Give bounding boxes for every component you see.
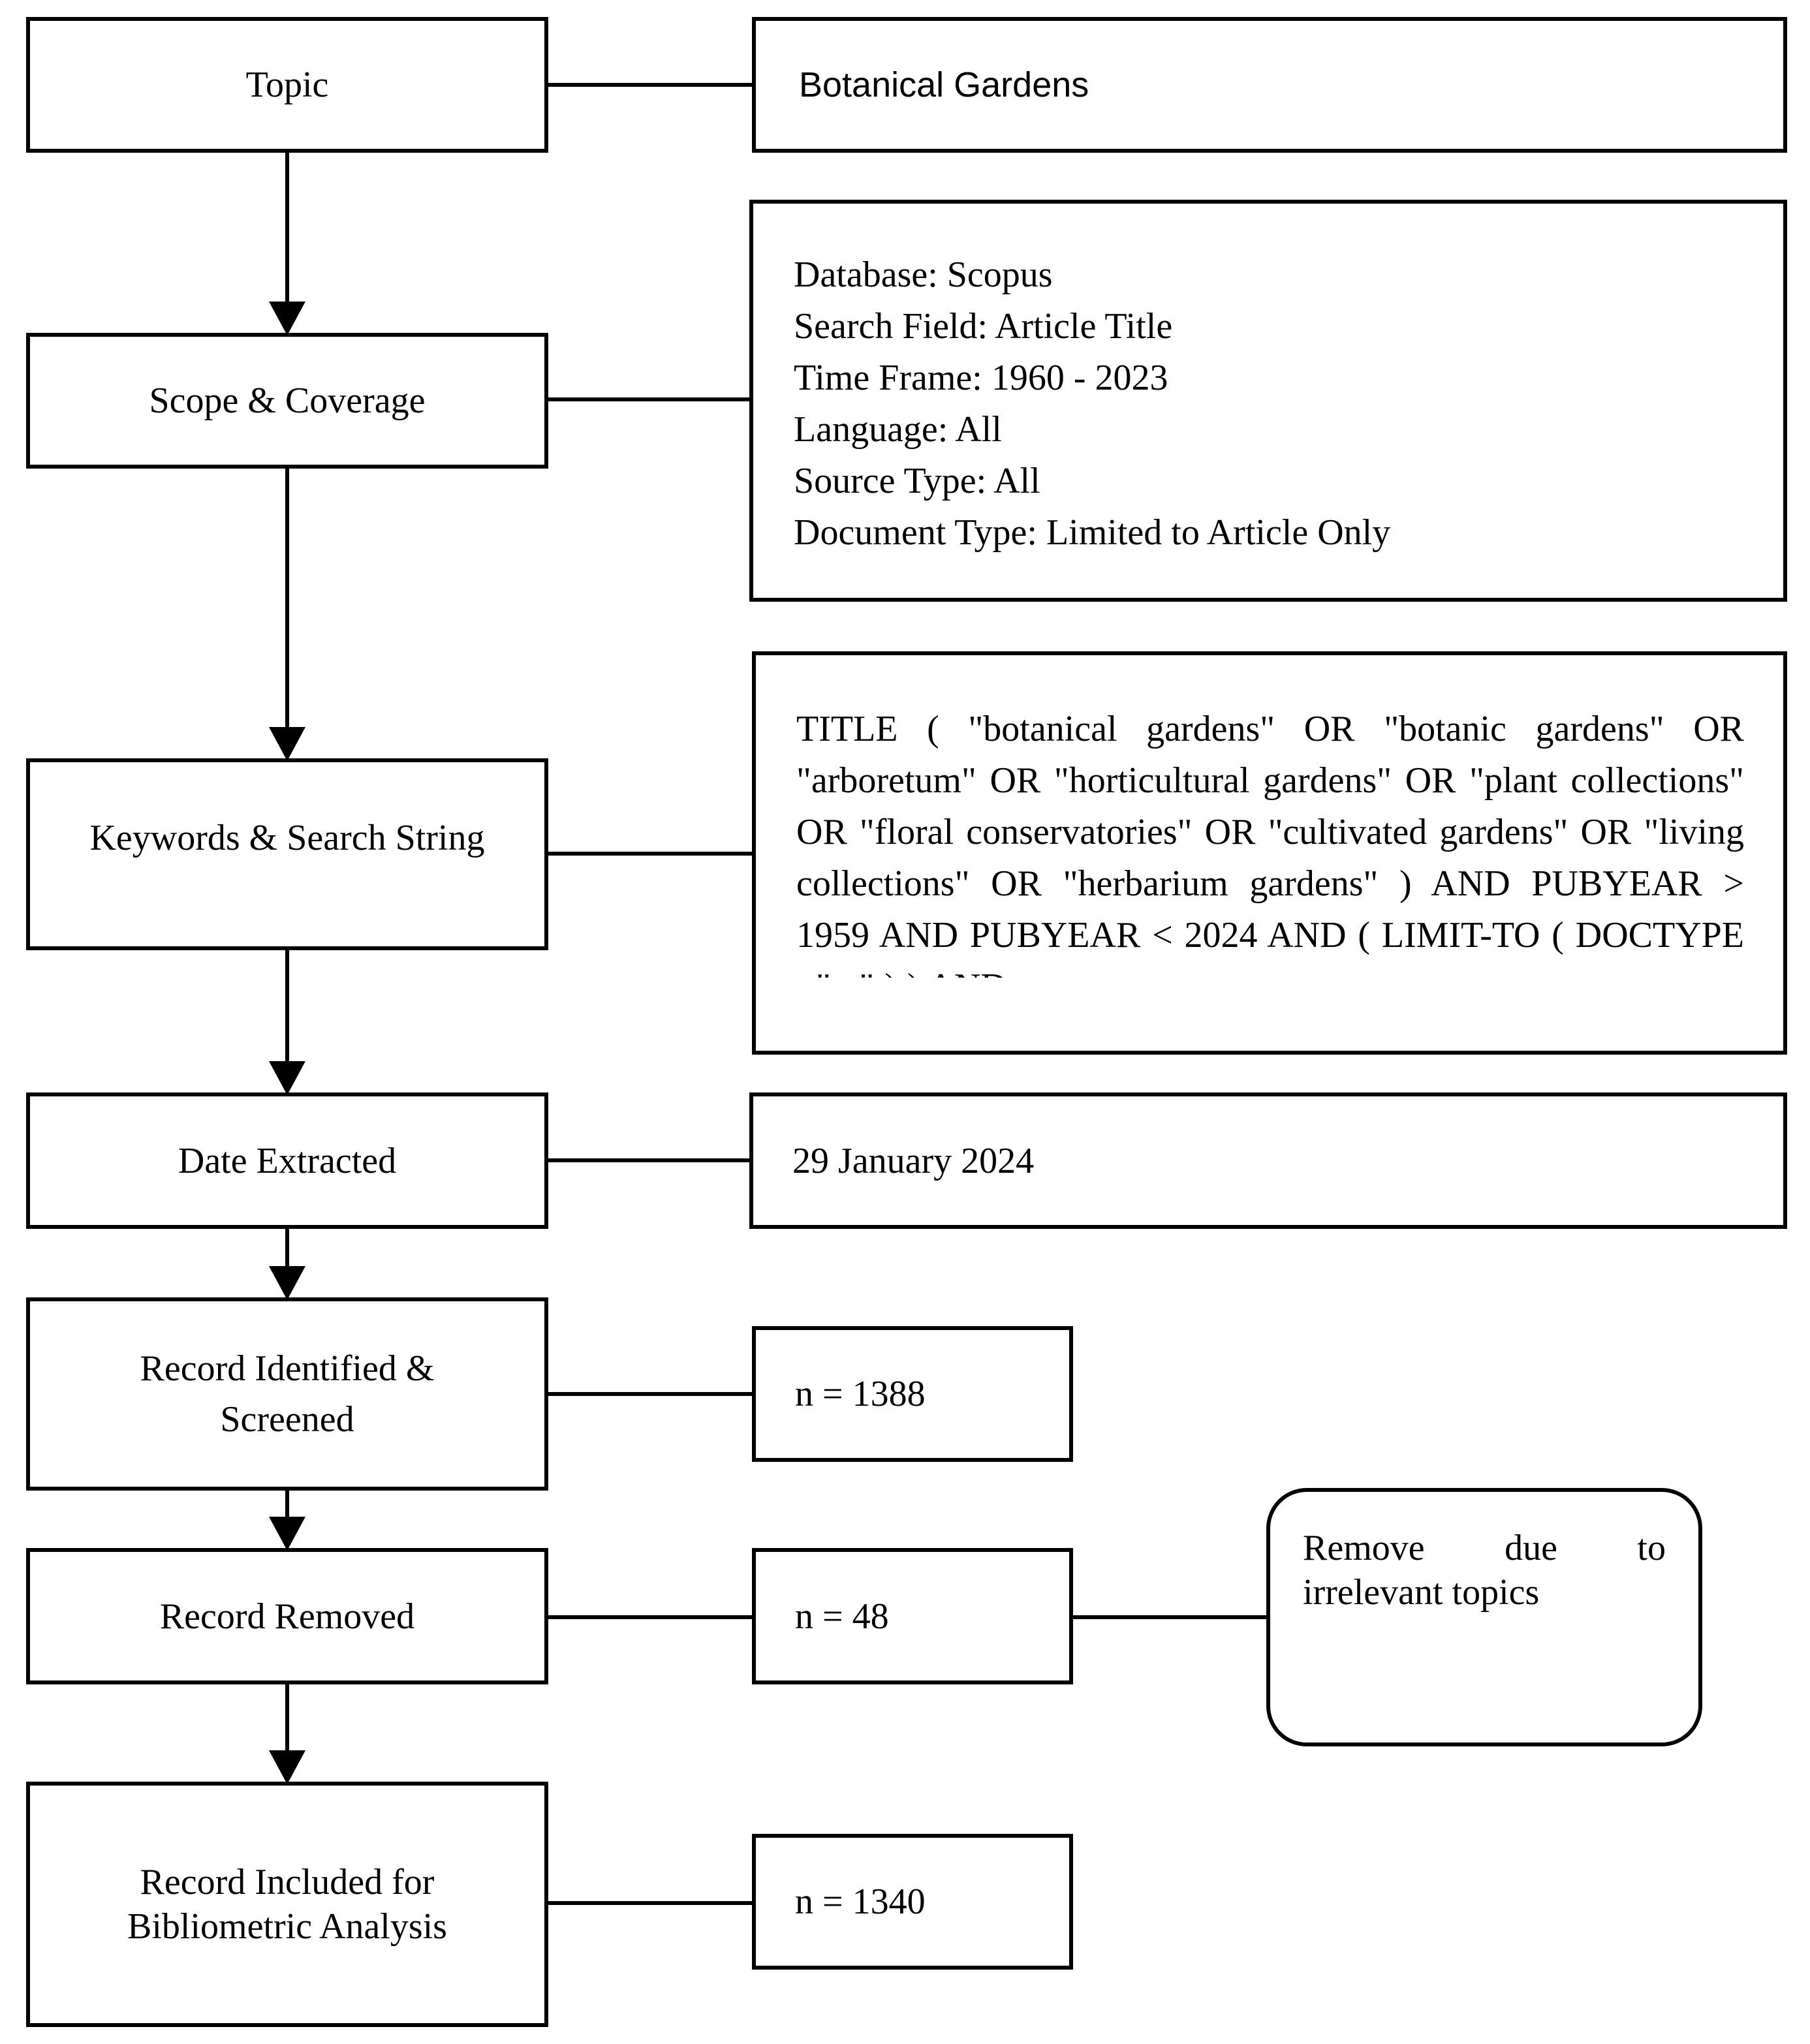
detail-date-extracted: 29 January 2024 (749, 1092, 1787, 1229)
detail-included-count: n = 1340 (752, 1834, 1073, 1970)
arrow-head-removed (269, 1517, 305, 1551)
detail-topic-text: Botanical Gardens (799, 65, 1089, 104)
step-keywords-search-string: Keywords & Search String (26, 758, 548, 950)
identified-count-text: n = 1388 (795, 1374, 926, 1414)
step-identified-label-line1: Record Identified & (140, 1348, 435, 1389)
detail-topic: Botanical Gardens (752, 17, 1787, 153)
scope-language: Language: All (794, 409, 1002, 450)
arrow-head-date (269, 1061, 305, 1095)
removal-reason-note: Remove due to irrelevant topics (1266, 1488, 1702, 1746)
scope-source-type: Source Type: All (794, 461, 1040, 501)
scope-time-frame: Time Frame: 1960 - 2023 (794, 358, 1168, 398)
removed-count-text: n = 48 (795, 1596, 889, 1637)
scope-search-field: Search Field: Article Title (794, 306, 1173, 347)
included-count-text: n = 1340 (795, 1881, 926, 1922)
step-date-extracted: Date Extracted (26, 1092, 548, 1229)
step-topic: Topic (26, 17, 548, 153)
removal-reason-line1: Remove due to (1303, 1528, 1666, 1568)
arrow-head-identified (269, 1266, 305, 1300)
detail-search-string: TITLE ( "botanical gardens" OR "botanic … (752, 651, 1787, 1055)
arrow-head-included (269, 1750, 305, 1784)
step-scope-coverage: Scope & Coverage (26, 333, 548, 469)
step-removed-label: Record Removed (159, 1596, 415, 1637)
step-keywords-label: Keywords & Search String (89, 818, 485, 858)
step-topic-label: Topic (245, 65, 329, 105)
detail-identified-count: n = 1388 (752, 1326, 1073, 1462)
arrow-head-keywords (269, 727, 305, 761)
step-record-identified: Record Identified & Screened (26, 1297, 548, 1491)
step-record-removed: Record Removed (26, 1548, 548, 1684)
detail-date-text: 29 January 2024 (792, 1140, 1035, 1181)
step-included-label-line1: Record Included for (140, 1862, 435, 1902)
step-record-included: Record Included for Bibliometric Analysi… (26, 1782, 548, 2027)
step-included-label-line2: Bibliometric Analysis (127, 1906, 447, 1947)
detail-scope-coverage: Database: Scopus Search Field: Article T… (749, 200, 1787, 602)
detail-removed-count: n = 48 (752, 1548, 1073, 1684)
arrow-head-scope (269, 302, 305, 335)
step-identified-label-line2: Screened (220, 1399, 354, 1440)
step-date-label: Date Extracted (178, 1140, 397, 1181)
removal-reason-line2: irrelevant topics (1303, 1572, 1540, 1613)
scope-document-type: Document Type: Limited to Article Only (794, 512, 1391, 553)
search-string-text: TITLE ( "botanical gardens" OR "botanic … (796, 709, 1744, 978)
step-scope-label: Scope & Coverage (149, 380, 426, 421)
scope-database: Database: Scopus (794, 255, 1053, 295)
